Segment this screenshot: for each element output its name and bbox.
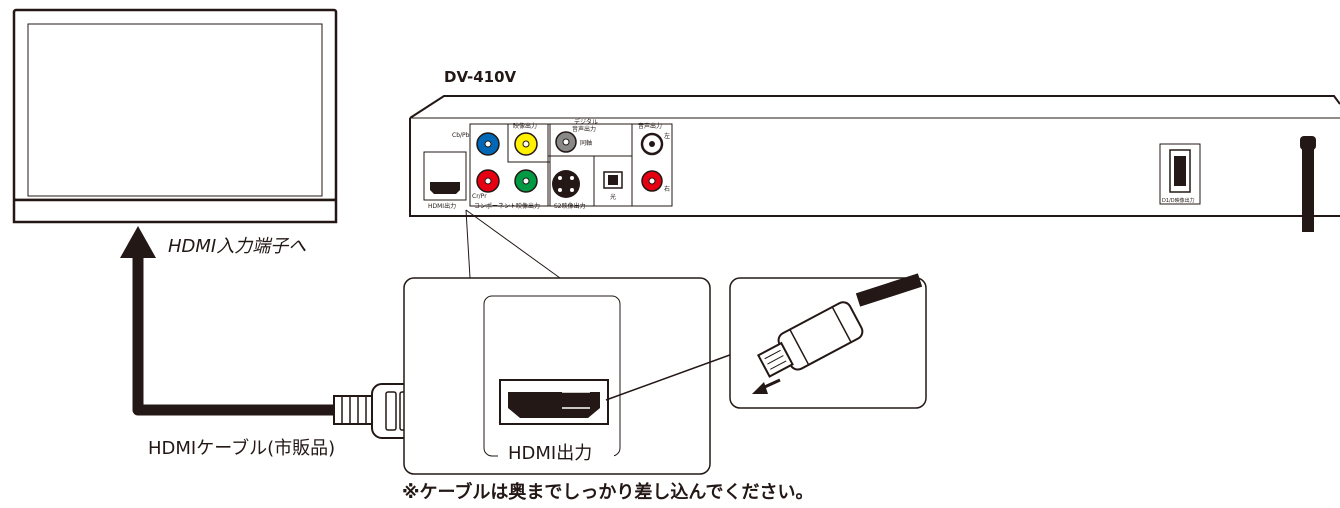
panel-cr-label: Cr/Pr <box>472 193 487 200</box>
cable-label: HDMIケーブル(市販品) <box>148 437 335 459</box>
panel-audio-out-label: 音声出力 <box>638 122 662 130</box>
panel-coaxial-label: 同軸 <box>580 139 592 147</box>
cable-path <box>120 226 338 416</box>
panel-d1-label: D1/D映像出力 <box>1162 197 1195 204</box>
panel-section-frames <box>469 123 1201 207</box>
zoom-callout-lines <box>465 209 561 279</box>
notice-text: ※ケーブルは奥までしっかり差し込んでください。 <box>402 481 814 503</box>
jack-optical <box>603 171 623 189</box>
tv-monitor <box>12 8 338 224</box>
device-back-panel <box>409 95 1340 232</box>
jack-d-terminal <box>1169 149 1191 193</box>
zoom-callout-frame <box>403 277 711 475</box>
model-label: DV-410V <box>444 68 517 86</box>
panel-right-label: 右 <box>664 185 670 193</box>
jack-coaxial <box>555 131 577 153</box>
jack-s-video <box>552 170 580 198</box>
jack-audio-right <box>641 170 663 192</box>
tv-input-label: HDMI入力端子へ <box>168 236 306 257</box>
panel-hdmi-port <box>423 151 467 201</box>
jack-audio-left <box>640 132 664 156</box>
jack-y-green <box>514 169 538 193</box>
zoom-port-label: HDMI出力 <box>508 443 592 464</box>
plug-detail-box <box>729 273 927 409</box>
jack-cr <box>476 169 500 193</box>
panel-optical-label: 光 <box>610 193 616 201</box>
panel-video-out-label: 映像出力 <box>513 122 537 130</box>
panel-left-label: 左 <box>664 132 670 140</box>
panel-s2-label: S2映像出力 <box>554 202 586 210</box>
panel-cb-label: Cb/Pb <box>452 132 470 139</box>
panel-digital-label: デジタル <box>574 118 598 126</box>
panel-component-label: コンポーネント映像出力 <box>474 202 540 210</box>
jack-video-yellow <box>514 132 538 156</box>
panel-hdmi-label: HDMI出力 <box>428 202 456 210</box>
panel-digital-label-2: 音声出力 <box>572 125 596 133</box>
jack-cb <box>476 132 500 156</box>
